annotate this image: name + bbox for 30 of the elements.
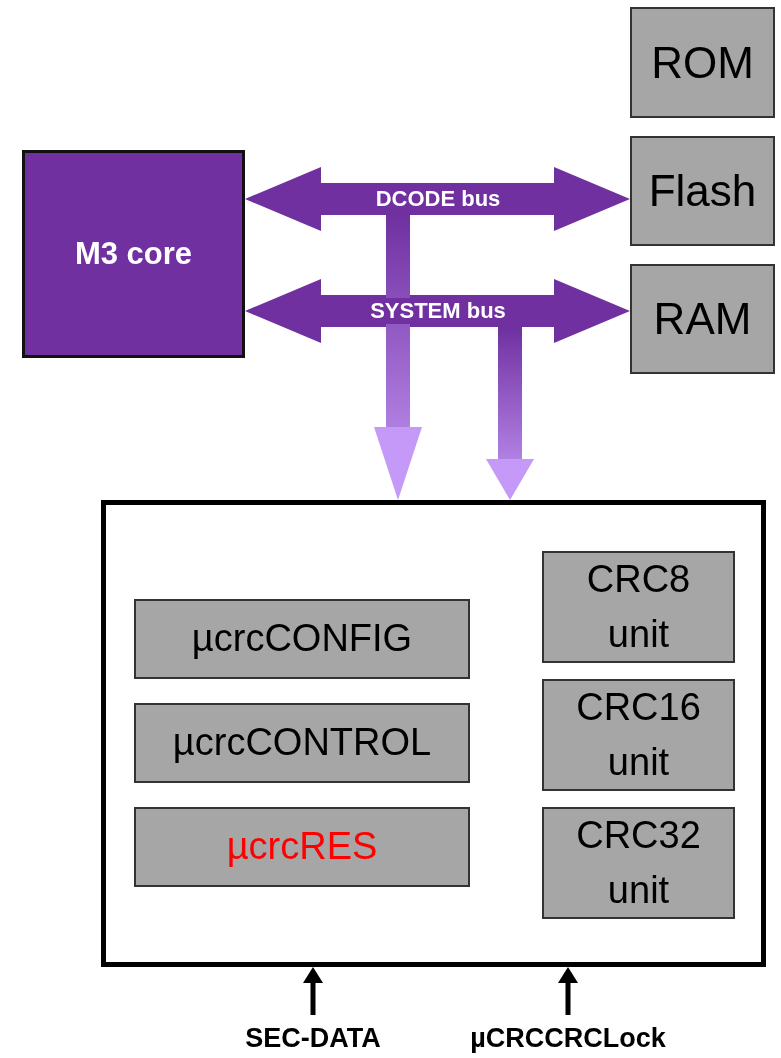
node-text: CRC8 unit xyxy=(585,556,692,657)
unit-box xyxy=(542,679,735,791)
register-box xyxy=(134,599,470,679)
node-text: RAM xyxy=(652,294,753,344)
edge-label: SYSTEM bus xyxy=(368,298,508,324)
node-text: ROM xyxy=(650,37,755,88)
node-text: Flash xyxy=(647,166,758,216)
node-text: M3 core xyxy=(73,236,194,272)
register-box xyxy=(134,807,470,887)
peripheral-frame xyxy=(101,500,766,967)
node-text: µcrcCONFIG xyxy=(190,616,414,662)
node-text: µcrcRES xyxy=(225,824,379,870)
memory-block xyxy=(630,7,775,118)
register-box xyxy=(134,703,470,783)
node-text: µCRCCRCLock xyxy=(469,1022,667,1054)
unit-box xyxy=(542,807,735,919)
arrow xyxy=(303,967,323,1015)
arrow xyxy=(558,967,578,1015)
bus-arrow xyxy=(486,327,534,500)
processor-block xyxy=(22,150,245,358)
memory-block xyxy=(630,264,775,374)
bus-arrow xyxy=(245,167,630,231)
unit-box xyxy=(542,551,735,663)
node-text: CRC16 unit xyxy=(575,684,702,785)
memory-block xyxy=(630,136,775,246)
bus-arrow xyxy=(374,215,422,500)
bus-arrow xyxy=(245,279,630,343)
node-text: SEC-DATA xyxy=(244,1022,382,1054)
node-text: µcrcCONTROL xyxy=(171,720,433,766)
node-text: CRC32 unit xyxy=(575,812,702,913)
